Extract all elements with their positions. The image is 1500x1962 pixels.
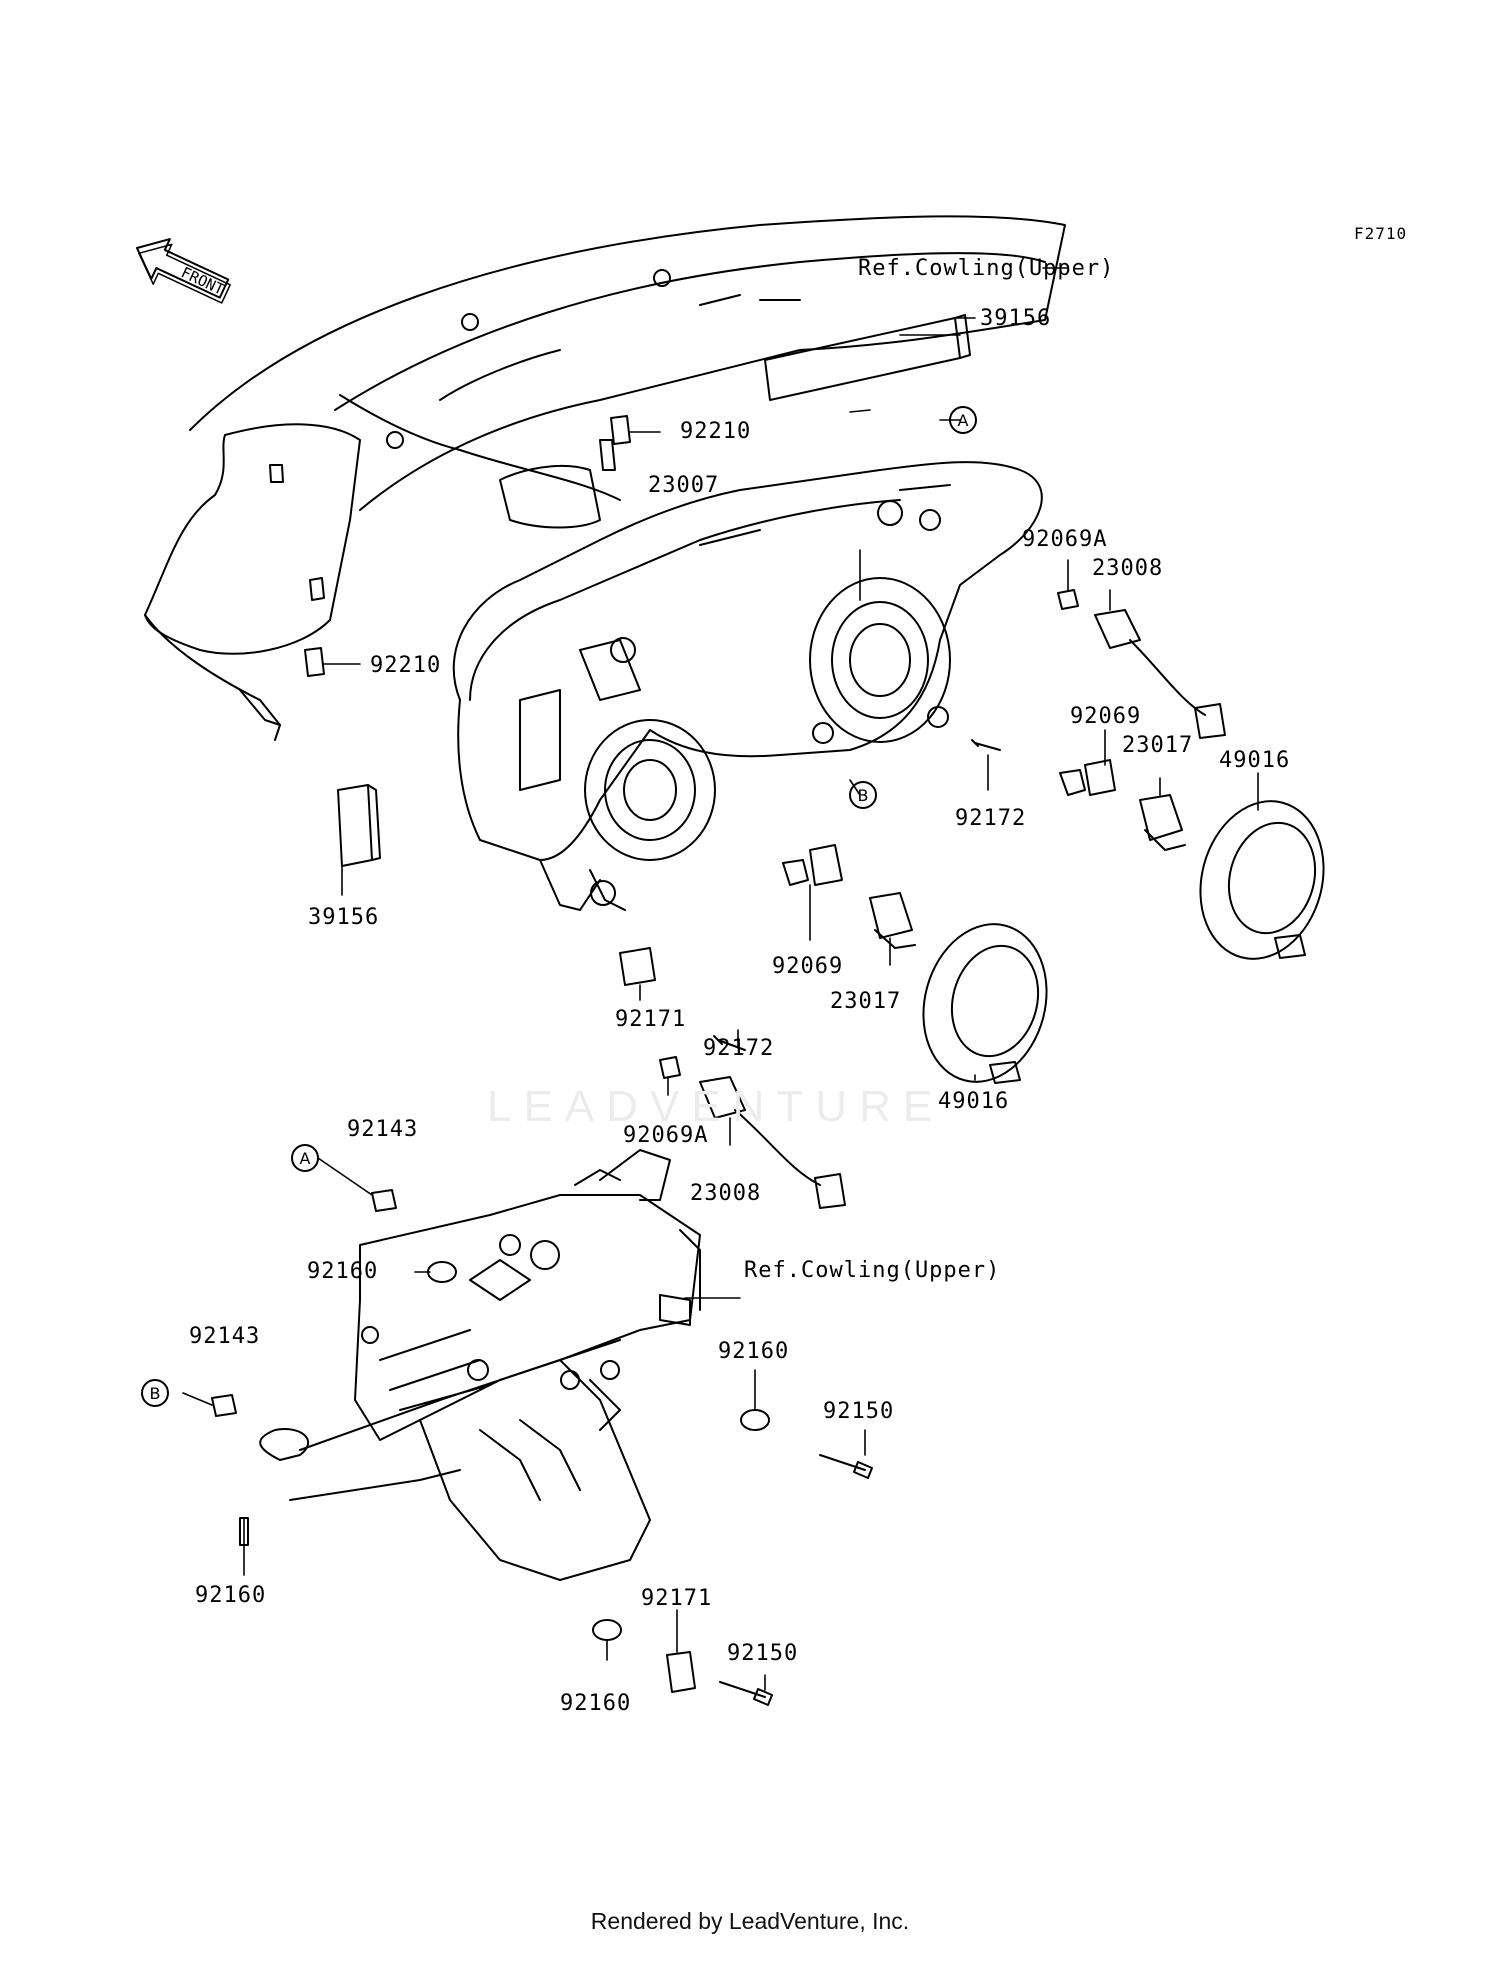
- part-label-23008: 23008: [690, 1181, 762, 1206]
- ref-cowling-upper-label: Ref.Cowling(Upper): [858, 256, 1115, 281]
- part-label-92160: 92160: [718, 1339, 790, 1364]
- headlight-housing-drawing: [452, 461, 1043, 911]
- upper-cowling-drawing: [144, 215, 1066, 741]
- diagram-code: F2710: [1354, 224, 1408, 243]
- callout-a-label: A: [958, 411, 969, 430]
- part-label-23017: 23017: [830, 989, 902, 1014]
- part-label-23017: 23017: [1122, 733, 1194, 758]
- part-label-39156: 39156: [980, 306, 1052, 331]
- part-label-92150: 92150: [823, 1399, 895, 1424]
- part-label-92150: 92150: [727, 1641, 799, 1666]
- part-label-92210: 92210: [680, 419, 752, 444]
- part-label-39156: 39156: [308, 905, 380, 930]
- footer-credit: Rendered by LeadVenture, Inc.: [590, 1908, 910, 1934]
- ref-cowling-upper-label: Ref.Cowling(Upper): [744, 1258, 1001, 1283]
- part-label-92069: 92069: [772, 954, 844, 979]
- part-label-92143: 92143: [189, 1324, 261, 1349]
- headlight-bracket-drawing: [259, 1149, 701, 1581]
- callout-a-label-bottom: A: [300, 1149, 311, 1168]
- part-label-92172: 92172: [955, 806, 1027, 831]
- part-label-49016: 49016: [1219, 748, 1291, 773]
- part-label-92210: 92210: [370, 653, 442, 678]
- callout-b-circle-bottom: [141, 1379, 169, 1407]
- watermark: LEADVENTURE: [487, 1082, 945, 1131]
- part-label-92069a: 92069A: [623, 1123, 709, 1148]
- leader-lines: [182, 267, 1259, 1691]
- part-label-92172: 92172: [703, 1036, 775, 1061]
- part-label-92143: 92143: [347, 1117, 419, 1142]
- front-arrow-icon: [136, 238, 231, 304]
- part-label-92160: 92160: [560, 1691, 632, 1716]
- callout-a-circle-bottom: [291, 1144, 319, 1172]
- part-label-92069a: 92069A: [1022, 527, 1108, 552]
- part-label-23008: 23008: [1092, 556, 1164, 581]
- callout-b-label-bottom: B: [150, 1384, 161, 1403]
- part-label-92171: 92171: [641, 1586, 713, 1611]
- part-label-92160: 92160: [195, 1583, 267, 1608]
- parts-drawing: [211, 314, 1325, 1706]
- part-label-92160: 92160: [307, 1259, 379, 1284]
- part-label-92069: 92069: [1070, 704, 1142, 729]
- callout-b-label: B: [858, 786, 869, 805]
- part-label-23007: 23007: [648, 473, 720, 498]
- part-label-49016: 49016: [938, 1089, 1010, 1114]
- callout-b-circle: [849, 781, 877, 809]
- part-label-92171: 92171: [615, 1007, 687, 1032]
- callout-a-circle: [949, 406, 977, 434]
